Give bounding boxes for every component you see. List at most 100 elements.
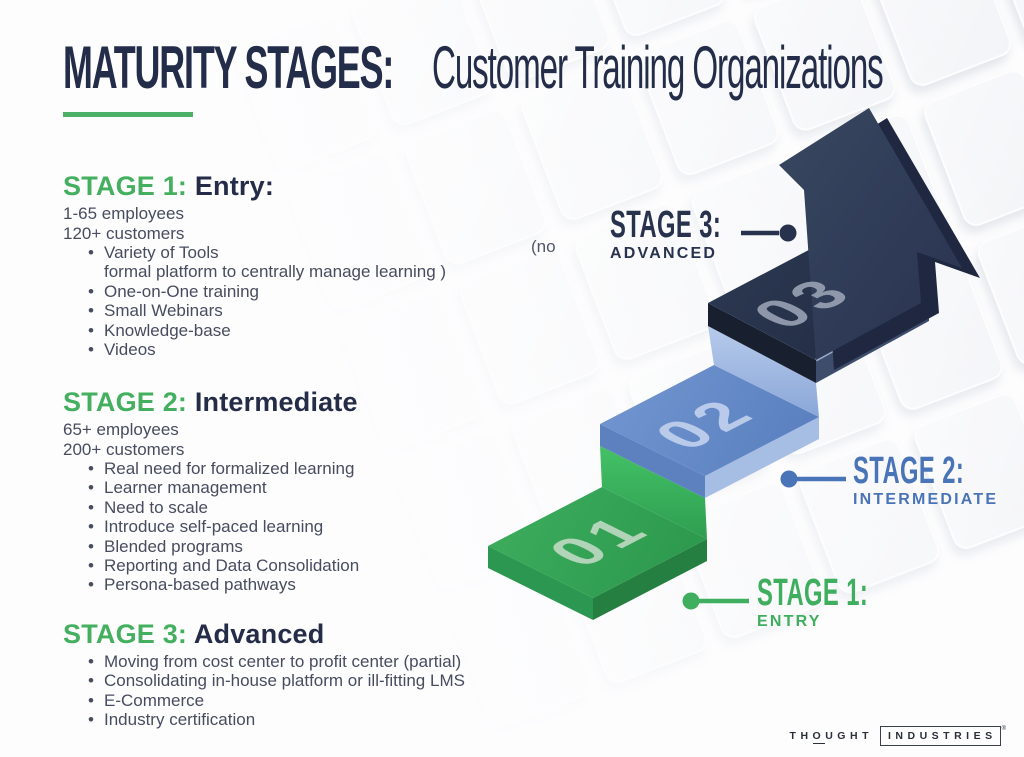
- stage-1-heading-name: Entry:: [194, 171, 275, 201]
- step-1-side-left: [488, 546, 593, 620]
- bullet-text: Reporting and Data Consolidation: [104, 556, 360, 576]
- step-3-dark: 03: [708, 108, 980, 383]
- bullet-icon: •: [88, 340, 94, 360]
- step-2-riser: [708, 326, 819, 417]
- stage-3-section: STAGE 3: Advanced • Moving from cost cent…: [63, 619, 533, 730]
- bullet-text: Industry certification: [104, 710, 256, 730]
- bullet-text: E-Commerce: [104, 690, 205, 710]
- bullet-item: • Reporting and Data Consolidation: [63, 556, 533, 575]
- bullet-icon: •: [88, 671, 94, 691]
- slide-title-emphasis: MATURITY STAGES:: [63, 32, 394, 101]
- bullet-icon: •: [88, 320, 94, 340]
- step-1-riser: [600, 446, 707, 539]
- bullet-text: Videos: [104, 340, 156, 360]
- bullet-icon: •: [88, 478, 94, 498]
- bullet-icon: •: [88, 281, 94, 301]
- stage-2-callout-sublabel: INTERMEDIATE: [853, 491, 999, 508]
- intro-line: 1-65 employees: [63, 204, 184, 223]
- bullet-text: Consolidating in-house platform or ill-f…: [104, 671, 465, 691]
- bullet-item: • Consolidating in-house platform or ill-…: [63, 671, 533, 690]
- logo-word-industries: INDUSTRIES: [879, 726, 1001, 746]
- bullet-text: One-on-One training: [104, 281, 259, 301]
- stage-2-callout: STAGE 2: INTERMEDIATE: [853, 452, 998, 509]
- title-underline: [63, 112, 193, 117]
- stage-3-heading-label: STAGE 3:: [63, 619, 188, 649]
- bullet-continuation: formal platform to centrally manage lear…: [104, 262, 447, 282]
- step-2-side-left: [600, 424, 705, 498]
- intro-line: 65+ employees: [63, 420, 179, 439]
- bullet-text: Learner management: [104, 478, 267, 498]
- bullet-item: • Industry certification: [63, 710, 533, 729]
- step-2-blue: 02: [600, 326, 819, 498]
- bullet-item: • One-on-One training: [63, 282, 533, 301]
- bullet-text: Persona-based pathways: [104, 575, 296, 595]
- bullet-item: • Videos: [63, 340, 533, 359]
- thought-industries-logo: THOUGHT INDUSTRIES ®: [790, 726, 1006, 746]
- bullet-icon: •: [88, 710, 94, 730]
- bullet-text: Blended programs: [104, 536, 243, 556]
- step-1-top: [488, 487, 707, 598]
- stage-2-connector-dot: [780, 470, 798, 488]
- stage-1-callout: STAGE 1: ENTRY: [757, 574, 893, 631]
- step-3-side-left: [708, 303, 816, 383]
- stage-3-callout: STAGE 3: ADVANCED: [610, 206, 746, 263]
- stage-2-bullet-list: • Real need for formalized learning • Lear…: [63, 459, 533, 595]
- stage-1-heading: STAGE 1: Entry:: [63, 171, 533, 201]
- bullet-text: Knowledge-base: [104, 320, 231, 340]
- bullet-item: • Variety of Tools: [63, 243, 533, 262]
- stage-1-heading-label: STAGE 1:: [63, 171, 188, 201]
- bullet-item: • Blended programs: [63, 537, 533, 556]
- stage-3-bullet-list: • Moving from cost center to profit cente…: [63, 652, 533, 730]
- arrow-face: [779, 108, 962, 360]
- step-2-top: [600, 365, 819, 476]
- bullet-icon: •: [88, 459, 94, 478]
- stage-2-heading-label: STAGE 2:: [63, 387, 188, 417]
- intro-line: 120+ customers: [63, 223, 185, 243]
- bullet-item: • Introduce self-paced learning: [63, 517, 533, 536]
- bullet-icon: •: [88, 575, 94, 595]
- floating-note-fragment: (no: [531, 237, 556, 256]
- stage-1-connector-dot: [682, 592, 700, 610]
- bullet-text: Real need for formalized learning: [104, 459, 355, 478]
- bullet-item: •Moving from cost center to profit cente…: [63, 652, 533, 671]
- stage-3-heading-name: Advanced: [193, 619, 325, 649]
- slide-title-rest: Customer Training Organizations: [432, 32, 884, 101]
- bullet-text: Variety of Tools: [104, 243, 219, 262]
- bullet-icon: •: [88, 517, 94, 537]
- bullet-item: • Small Webinars: [63, 301, 533, 320]
- stage-2-heading-name: Intermediate: [194, 387, 358, 417]
- bullet-item: • Knowledge-base: [63, 321, 533, 340]
- bullet-icon: •: [88, 301, 94, 321]
- stage-3-heading: STAGE 3: Advanced: [63, 619, 533, 649]
- slide-title: MATURITY STAGES: Customer Training Organ…: [63, 32, 1013, 101]
- stage-2-heading: STAGE 2: Intermediate: [63, 387, 533, 417]
- bullet-text: Small Webinars: [104, 301, 223, 321]
- bullet-text: Moving from cost center to profit center…: [104, 652, 462, 671]
- bullet-item: • Learner management: [63, 478, 533, 497]
- bullet-icon: •: [88, 497, 94, 517]
- stage-3-callout-label: STAGE 3:: [610, 204, 722, 247]
- registered-trademark-icon: ®: [1001, 726, 1006, 732]
- bullet-icon: •: [88, 556, 94, 576]
- stage-1-callout-sublabel: ENTRY: [757, 613, 822, 630]
- bullet-icon: •: [88, 690, 94, 710]
- bullet-text: Introduce self-paced learning: [104, 517, 324, 537]
- step-1-side-right: [593, 539, 707, 620]
- bullet-item: • Need to scale: [63, 498, 533, 517]
- bullet-icon: •: [88, 243, 94, 262]
- callout-connectors: [682, 224, 846, 610]
- step-1-green: 01: [488, 446, 707, 620]
- step-2-side-right: [705, 417, 819, 498]
- bullet-icon: •: [88, 536, 94, 556]
- stage-2-callout-label: STAGE 2:: [853, 450, 965, 493]
- intro-line: 200+ customers: [63, 439, 185, 459]
- bullet-text: Need to scale: [104, 497, 208, 517]
- bullet-item: • E-Commerce: [63, 691, 533, 710]
- logo-word-thought: THOUGHT: [789, 730, 873, 744]
- stage-1-callout-label: STAGE 1:: [757, 572, 869, 615]
